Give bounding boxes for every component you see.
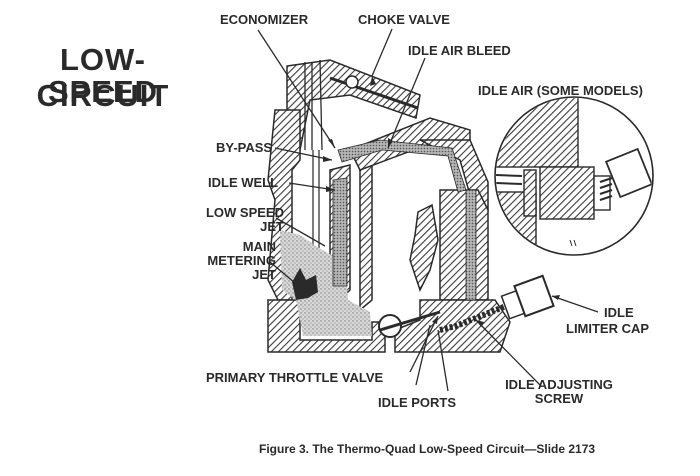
label-main-metering-jet-line1: MAIN <box>242 239 276 254</box>
label-idle-adjusting-screw-line2: SCREW <box>534 391 584 406</box>
label-low-speed-jet-line1: LOW SPEED <box>205 205 284 220</box>
label-main-metering-jet-line2: METERING <box>207 253 276 268</box>
fuel-in-bowl <box>280 230 372 336</box>
label-main-metering-jet-line3: JET <box>252 267 276 282</box>
label-idle-well: IDLE WELL <box>208 175 279 190</box>
label-choke-valve: CHOKE VALVE <box>358 12 450 27</box>
figure-caption: Figure 3. The Thermo-Quad Low-Speed Circ… <box>259 442 596 456</box>
label-economizer: ECONOMIZER <box>220 12 309 27</box>
leader-lines <box>257 28 599 392</box>
label-idle-limiter-cap-line1: IDLE <box>604 305 634 320</box>
label-primary-throttle-valve: PRIMARY THROTTLE VALVE <box>206 370 384 385</box>
page-title-line2: CIRCUIT <box>36 78 170 113</box>
label-idle-limiter-cap-line2: LIMITER CAP <box>566 321 650 336</box>
label-low-speed-jet-line2: JET <box>260 219 284 234</box>
label-idle-air-some-models: IDLE AIR (SOME MODELS) <box>478 83 643 98</box>
idle-air-inset <box>494 96 654 256</box>
page-title-line1: LOW-SPEED <box>47 42 159 109</box>
leader-arrowheads <box>323 76 560 327</box>
label-idle-ports: IDLE PORTS <box>378 395 457 410</box>
label-by-pass: BY-PASS <box>216 140 273 155</box>
label-idle-adjusting-screw-line1: IDLE ADJUSTING <box>505 377 613 392</box>
label-idle-air-bleed: IDLE AIR BLEED <box>408 43 511 58</box>
